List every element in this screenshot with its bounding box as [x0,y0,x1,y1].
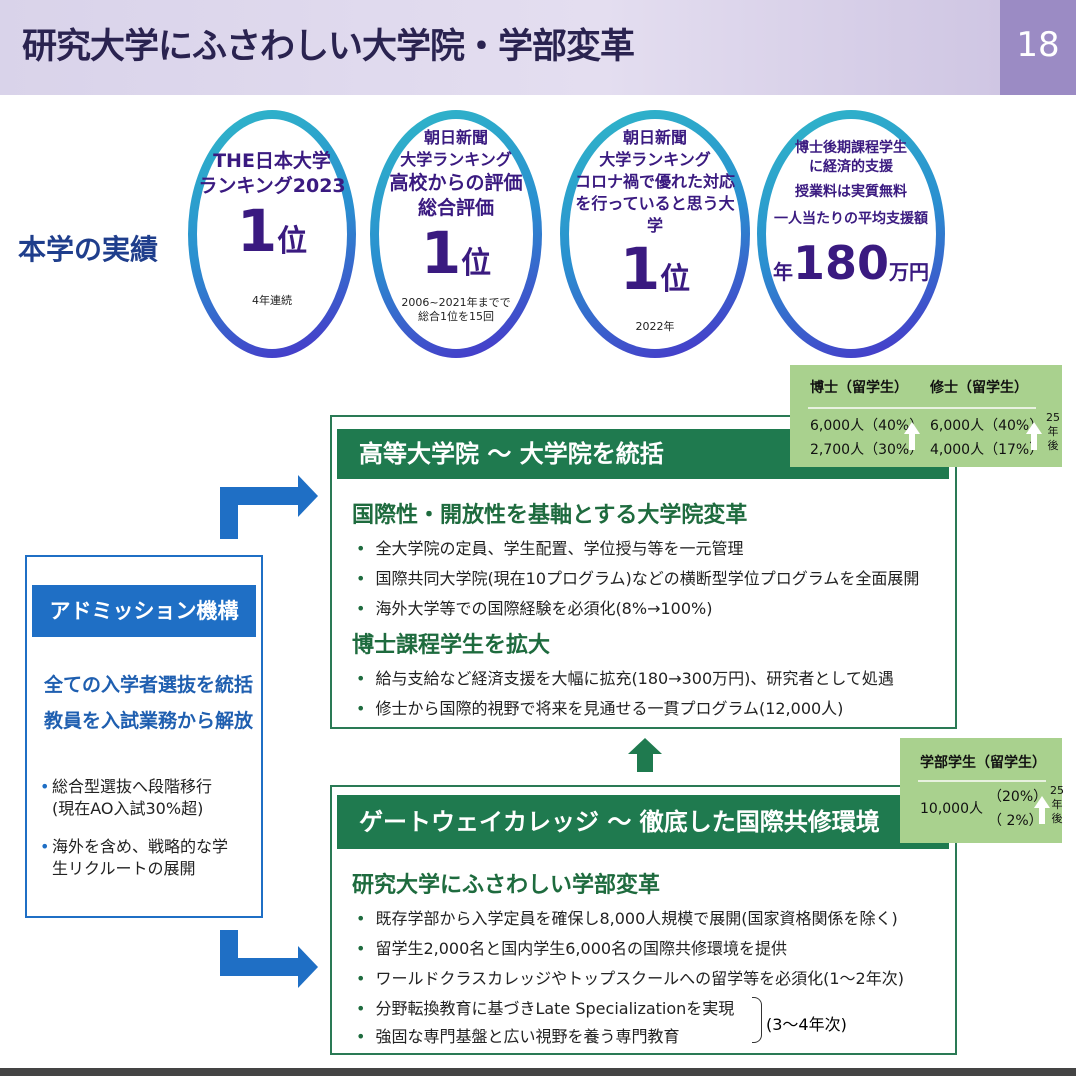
admission-title: アドミッション機構 [32,585,256,637]
bullet-item: 留学生2,000名と国内学生6,000名の国際共修環境を提供 [356,935,787,959]
note-value: 6,000人（40%） [930,418,1044,434]
bullet-item: 強固な専門基盤と広い視野を養う専門教育 [356,1023,679,1047]
bullet-item: 全大学院の定員、学生配置、学位授与等を一元管理 [356,535,743,559]
ellipse-title: 授業料は実質無料 [795,184,907,200]
up-arrow-icon [1026,422,1042,450]
bottom-border [0,1068,1076,1076]
admission-line: 全ての入学者選抜を統括 [44,674,254,696]
arrow-segment [220,958,300,976]
ellipse-note: 4年連続 [252,294,292,307]
ellipse-title: 大学ランキング [400,150,512,169]
arrow-head [298,946,318,988]
arrow-head [628,738,662,754]
support-amount: 年180万円 [772,236,930,290]
ellipse-note: 2006~2021年までで [401,296,511,309]
bracket-label: (3～4年次) [766,1015,847,1034]
gateway-college-box: ゲートウェイカレッジ ～ 徹底した国際共修環境 研究大学にふさわしい学部変革 既… [330,785,957,1055]
note-value: 6,000人（40%） [810,418,924,434]
ellipse-title: に経済的支援 [809,159,893,175]
ellipse-title: 総合評価 [417,197,494,219]
note-value: （ 2%） [988,813,1043,829]
page-number: 18 [1000,0,1076,95]
ellipse-title: ランキング2023 [198,175,346,197]
bracket [752,997,762,1043]
arrow-segment [220,487,300,505]
bullet-item: 既存学部から入学定員を確保し8,000人規模で展開(国家資格関係を除く) [356,905,897,929]
admission-line: 教員を入試業務から解放 [44,710,254,732]
section-heading: 博士課程学生を拡大 [352,633,551,658]
bullet-item: 国際共同大学院(現在10プログラム)などの横断型学位プログラムを全面展開 [356,565,919,589]
green-up-arrow [637,752,653,772]
slide-title: 研究大学にふさわしい大学院・学部変革 [22,27,635,67]
note-value: 2,700人（30%） [810,442,924,458]
ellipse-title: 一人当たりの平均支援額 [774,211,928,227]
admission-box [25,555,263,918]
section-heading: 研究大学にふさわしい学部変革 [352,873,661,898]
ellipse-title: 朝日新聞 [622,128,687,147]
note-head: 修士（留学生） [930,380,1028,396]
undergrad-bar: ゲートウェイカレッジ ～ 徹底した国際共修環境 [337,795,949,849]
admission-bullet: 海外を含め、戦略的な学 生リクルートの展開 [40,836,228,880]
up-arrow-icon [904,422,920,450]
ellipse-title: コロナ禍で優れた対応 [574,172,735,191]
achievements-label: 本学の実績 [18,233,159,266]
ellipse-title: 大学ランキング [599,150,711,169]
bullet-item: 給与支給など経済支援を大幅に拡充(180→300万円)、研究者として処遇 [356,665,894,689]
header-banner [0,0,1000,95]
achievement-ellipse-3: 朝日新聞 大学ランキング コロナ禍で優れた対応 を行っていると思う大学 1位 2… [560,110,750,358]
ellipse-title: 高校からの評価 [389,172,523,194]
graduate-school-box: 高等大学院 ～ 大学院を統括 国際性・開放性を基軸とする大学院変革 全大学院の定… [330,415,957,729]
admission-bullet: 総合型選抜へ段階移行 (現在AO入試30%超) [40,776,212,820]
up-arrow-icon [1034,796,1050,824]
note-value: 10,000人 [920,801,983,817]
note-head: 学部学生（留学生） [920,755,1046,771]
note-value: （20%） [988,789,1048,805]
rank: 1位 [619,235,691,303]
bullet-item: 海外大学等での国際経験を必須化(8%→100%) [356,595,712,619]
ellipse-title: 朝日新聞 [423,128,488,147]
arrow-head [298,475,318,517]
graduate-bar: 高等大学院 ～ 大学院を統括 [337,429,949,479]
ellipse-title: THE日本大学 [213,150,331,172]
section-heading: 国際性・開放性を基軸とする大学院変革 [352,503,748,528]
bullet-item: ワールドクラスカレッジやトップスクールへの留学等を必須化(1～2年次) [356,965,904,989]
bullet-item: 分野転換教育に基づきLate Specializationを実現 [356,995,734,1019]
achievement-ellipse-1: THE日本大学 ランキング2023 1位 4年連続 [188,110,356,358]
ellipse-note: 2022年 [635,320,675,333]
note-value: 4,000人（17%） [930,442,1044,458]
achievement-ellipse-2: 朝日新聞 大学ランキング 高校からの評価 総合評価 1位 2006~2021年ま… [370,110,542,358]
ellipse-note: 総合1位を15回 [418,310,494,323]
rank: 1位 [236,197,308,265]
ellipse-title: を行っていると思う大学 [575,194,735,235]
note-head: 博士（留学生） [810,380,908,396]
achievement-ellipse-4: 博士後期課程学生 に経済的支援 授業料は実質無料 一人当たりの平均支援額 年18… [757,110,945,358]
bullet-item: 修士から国際的視野で将来を見通せる一貫プログラム(12,000人) [356,695,843,719]
ellipse-title: 博士後期課程学生 [795,140,907,156]
graduate-target-note: 博士（留学生） 修士（留学生） 6,000人（40%） 2,700人（30%） … [790,365,1062,467]
rank: 1位 [420,219,492,287]
